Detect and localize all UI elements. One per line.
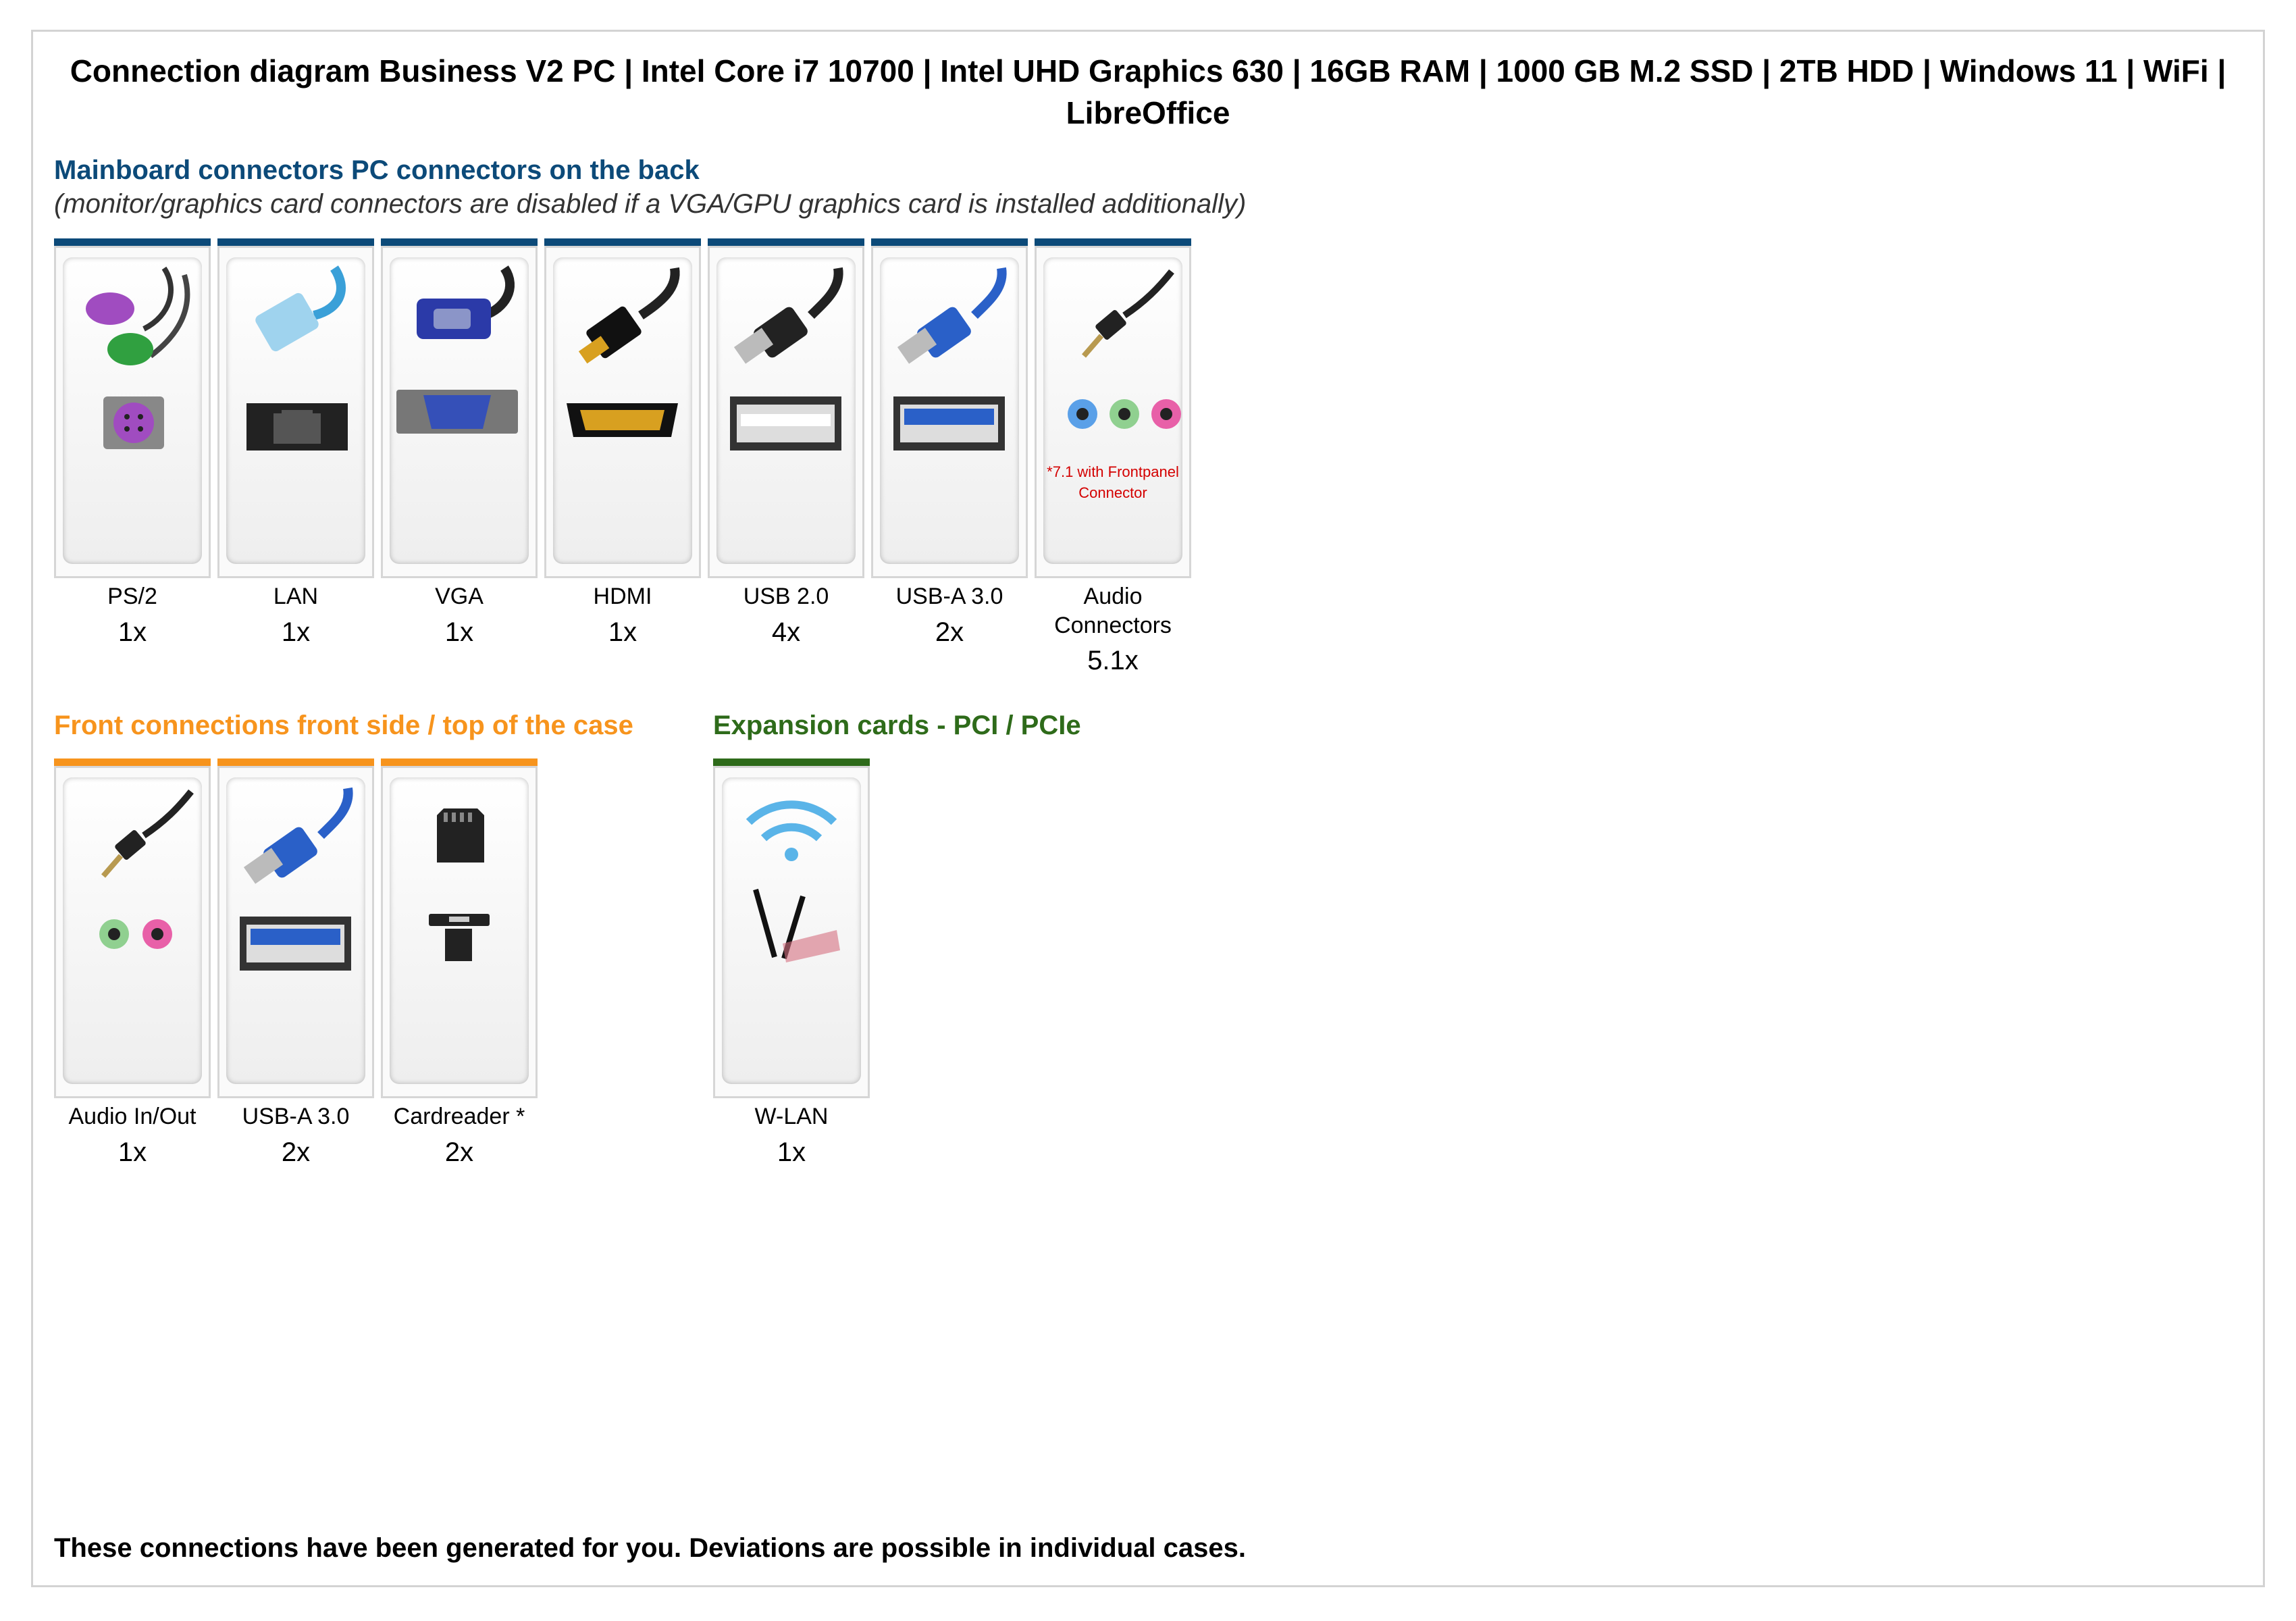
tile-hdmi (544, 238, 701, 578)
front-heading: Front connections front side / top of th… (54, 711, 633, 740)
label-usb2: USB 2.0 (743, 584, 829, 609)
vga-icon (396, 265, 518, 434)
tile-front-cardreader (381, 758, 538, 1098)
audio-in-out-icon (99, 789, 194, 949)
mainboard-subheading: (monitor/graphics card connectors are di… (54, 189, 1247, 219)
tile-front-audio (54, 758, 211, 1098)
usb3-icon (893, 267, 1007, 451)
count-wlan: 1x (777, 1137, 806, 1167)
audio-jacks-icon (1068, 269, 1181, 429)
count-audio: 5.1x (1087, 646, 1139, 675)
tile-ps2 (54, 238, 211, 578)
ps2-icon (86, 266, 190, 449)
usb3-icon (240, 787, 353, 971)
label-audio: Audio Connectors (1054, 584, 1172, 638)
label-front-cardreader: Cardreader * (393, 1104, 525, 1129)
cardreader-icon (429, 808, 490, 961)
count-hdmi: 1x (608, 617, 637, 647)
count-ps2: 1x (118, 617, 147, 647)
count-usb3: 2x (935, 617, 964, 647)
label-lan: LAN (273, 584, 319, 609)
hdmi-icon (567, 267, 680, 437)
label-usb3: USB-A 3.0 (895, 584, 1003, 609)
audio-note: *7.1 with Frontpanel Connector (1047, 463, 1179, 501)
count-vga: 1x (444, 617, 474, 647)
tile-wlan (713, 758, 870, 1098)
label-hdmi: HDMI (593, 584, 652, 609)
page-title: Connection diagram Business V2 PC | Inte… (70, 53, 2226, 130)
tile-usb2 (708, 238, 864, 578)
count-lan: 1x (281, 617, 311, 647)
footer-note: These connections have been generated fo… (54, 1533, 1246, 1563)
label-front-usb3: USB-A 3.0 (242, 1104, 350, 1129)
count-front-cardreader: 2x (444, 1137, 474, 1167)
label-vga: VGA (435, 584, 484, 609)
tile-usb3 (871, 238, 1028, 578)
tile-vga (381, 238, 538, 578)
label-wlan: W-LAN (754, 1104, 829, 1129)
expansion-heading: Expansion cards - PCI / PCIe (713, 711, 1081, 740)
tile-front-usb3 (217, 758, 374, 1098)
count-front-audio: 1x (118, 1137, 147, 1167)
usb2-icon (730, 267, 843, 451)
wlan-icon (746, 800, 840, 962)
count-usb2: 4x (771, 617, 801, 647)
tile-audio: *7.1 with Frontpanel Connector (1035, 238, 1191, 578)
mainboard-heading: Mainboard connectors PC connectors on th… (54, 155, 700, 185)
lan-icon (246, 265, 348, 451)
count-front-usb3: 2x (281, 1137, 311, 1167)
label-ps2: PS/2 (107, 584, 157, 609)
label-front-audio: Audio In/Out (68, 1104, 197, 1129)
tile-lan (217, 238, 374, 578)
page-frame (31, 30, 2265, 1587)
